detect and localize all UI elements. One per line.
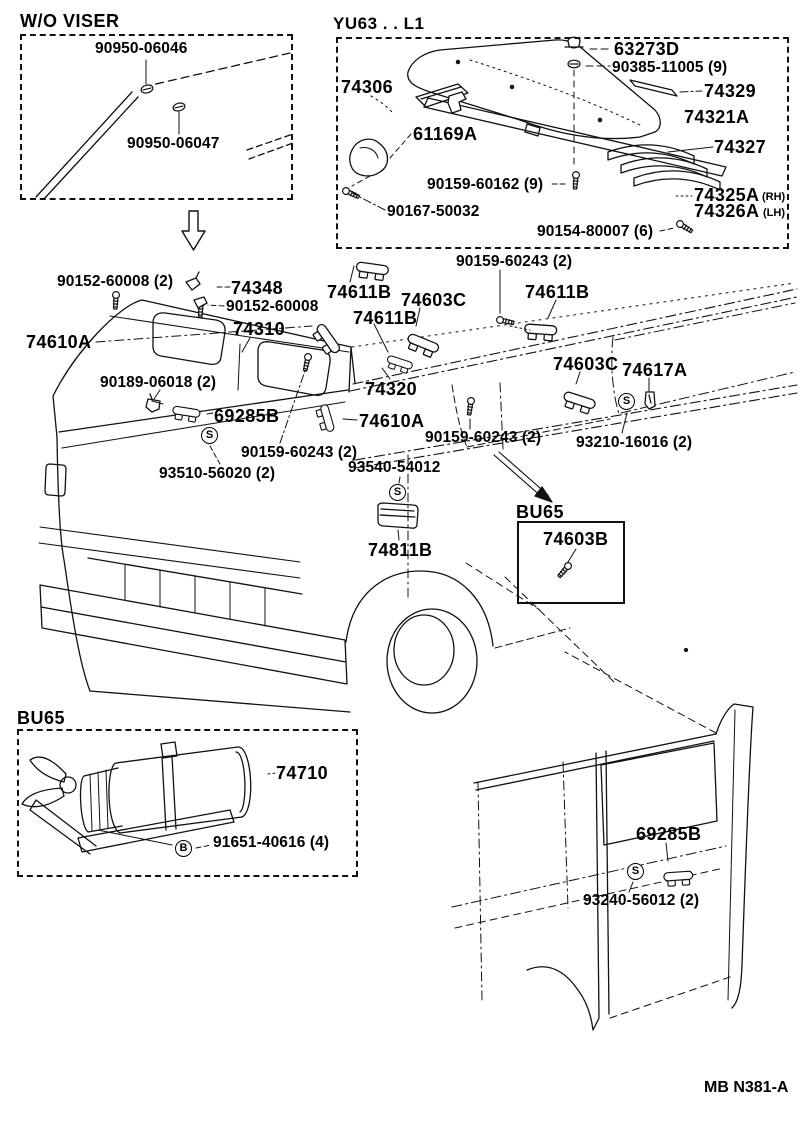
inset-title-bu65-detail: BU65 (516, 502, 565, 522)
part-91651-40616: 91651-40616 (4) (213, 834, 330, 851)
part-74326a-lh: (LH) (763, 207, 785, 219)
part-74310: 74310 (233, 319, 286, 339)
marker-s-door-pocket: S (389, 484, 406, 501)
marker-s-front-pillar: S (201, 427, 218, 444)
part-90159-60243-b: 90159-60243 (2) (456, 253, 573, 270)
marker-b-blower: B (175, 840, 192, 857)
part-74321a: 74321A (684, 107, 750, 127)
part-74327: 74327 (714, 137, 767, 157)
part-74603c-a: 74603C (401, 290, 467, 310)
inset-title-bu65-blower: BU65 (17, 708, 66, 728)
part-74320: 74320 (365, 379, 418, 399)
inset-box-yu63 (336, 37, 789, 249)
inset-box-74603b-detail (517, 521, 625, 604)
inset-box-bu65-blower (17, 729, 358, 877)
part-63273d: 63273D (614, 39, 680, 59)
part-74603b: 74603B (543, 529, 609, 549)
part-74611b-a: 74611B (327, 282, 392, 302)
part-69285b-b: 69285B (636, 824, 702, 844)
part-74325a: 74325A (694, 185, 760, 205)
inset-title-wo-viser: W/O VISER (20, 11, 120, 31)
part-93240-56012: 93240-56012 (2) (583, 892, 700, 909)
part-74710: 74710 (276, 763, 329, 783)
part-74617a: 74617A (622, 360, 688, 380)
part-90152-60008-a: 90152-60008 (2) (57, 273, 174, 290)
part-90159-60243-c: 90159-60243 (2) (425, 429, 542, 446)
inset-box-wo-viser (20, 34, 293, 200)
part-90950-06047: 90950-06047 (127, 135, 220, 152)
part-74611b-b: 74611B (353, 308, 418, 328)
part-74610a-b: 74610A (359, 411, 425, 431)
page-code: MB N381-A (704, 1079, 789, 1096)
part-90152-60008-b: 90152-60008 (226, 298, 319, 315)
part-90159-60162: 90159-60162 (9) (427, 176, 544, 193)
part-90385-11005: 90385-11005 (9) (612, 59, 728, 76)
part-74326a: 74326A (694, 201, 760, 221)
part-69285b-a: 69285B (214, 406, 280, 426)
part-74603c-b: 74603C (553, 354, 619, 374)
part-90154-80007: 90154-80007 (6) (537, 223, 654, 240)
part-74329: 74329 (704, 81, 757, 101)
part-61169a: 61169A (413, 124, 478, 144)
part-74306: 74306 (341, 77, 394, 97)
part-90950-06046: 90950-06046 (95, 40, 188, 57)
part-93540-54012: 93540-54012 (348, 459, 441, 476)
part-74325a-rh: (RH) (762, 191, 786, 203)
part-74610a-a: 74610A (26, 332, 92, 352)
part-74348: 74348 (231, 278, 284, 298)
marker-s-rear-door: S (627, 863, 644, 880)
part-93510-56020: 93510-56020 (2) (159, 465, 276, 482)
part-74611b-c: 74611B (525, 282, 590, 302)
inset-title-yu63: YU63 . . L1 (333, 14, 425, 33)
part-90159-60243-a: 90159-60243 (2) (241, 444, 358, 461)
part-90189-06018: 90189-06018 (2) (100, 374, 217, 391)
part-74811b: 74811B (368, 540, 433, 560)
part-90167-50032: 90167-50032 (387, 203, 480, 220)
part-93210-16016: 93210-16016 (2) (576, 434, 693, 451)
marker-s-quarter-window: S (618, 393, 635, 410)
